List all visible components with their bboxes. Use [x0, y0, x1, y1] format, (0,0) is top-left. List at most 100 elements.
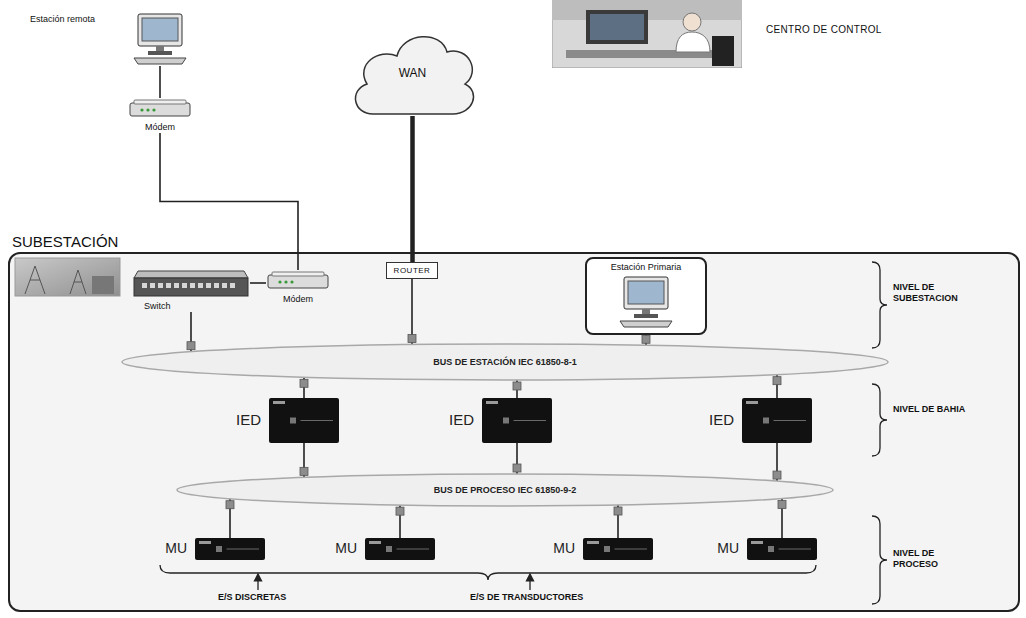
merging-unit: MU — [553, 538, 653, 560]
junction-square — [300, 379, 308, 387]
switch-front — [134, 278, 248, 296]
node-text: IED — [236, 412, 261, 429]
network-link — [250, 282, 266, 284]
device-icon — [365, 538, 435, 560]
monitor-base — [634, 314, 658, 318]
node-text: IED — [449, 412, 474, 429]
process-bus: BUS DE PROCESO IEC 61850-9-2 — [175, 472, 835, 508]
junction-square — [408, 335, 416, 343]
io-arrow — [529, 577, 530, 590]
device-icon — [482, 398, 552, 443]
device-panel-line — [615, 549, 648, 550]
photo-frame — [15, 258, 120, 296]
computer-icon — [130, 12, 190, 66]
monitor-neck — [642, 309, 650, 314]
switch-port — [198, 283, 203, 288]
node-text: MU — [335, 541, 357, 556]
switch-top — [134, 271, 248, 278]
switch-port — [214, 283, 219, 288]
junction-square — [226, 501, 234, 509]
network-link — [410, 116, 415, 262]
device-panel-line — [301, 420, 334, 421]
operator-monitor — [586, 10, 648, 44]
junction-square — [778, 501, 786, 509]
modem-led — [278, 280, 281, 283]
device-icon — [269, 398, 339, 443]
bus-outline — [177, 474, 833, 506]
modem-body — [130, 103, 190, 116]
device-panel-line — [397, 549, 430, 550]
node-text: BUS DE ESTACIÓN IEC 61850-8-1 — [433, 357, 576, 367]
merging-unit: MU — [335, 538, 435, 560]
switch-port — [190, 283, 195, 288]
computer-icon — [616, 275, 676, 329]
switch-port — [150, 283, 155, 288]
bus-outline — [122, 344, 888, 380]
device-panel-line — [227, 549, 260, 550]
node-text: Switch — [144, 301, 171, 312]
device-body — [269, 398, 339, 443]
merging-unit: MU — [717, 538, 817, 560]
switch-port — [206, 283, 211, 288]
level-label: E/S DISCRETAS — [218, 592, 286, 603]
monitor-base — [148, 51, 172, 55]
monitor-screen — [142, 18, 178, 41]
device-icon — [583, 538, 653, 560]
cloud-outline — [356, 37, 474, 114]
tower-sketch — [25, 266, 86, 294]
device-logo — [369, 541, 381, 544]
junction-square — [513, 382, 521, 390]
substation-area: SUBESTACIÓNSwitchMódemROUTEREstación Pri… — [8, 232, 1020, 612]
device-panel-line — [779, 549, 812, 550]
modem-icon — [128, 98, 192, 120]
level-bracket — [872, 516, 887, 604]
device-panel-line — [774, 420, 807, 421]
node-text: Estación Primaria — [611, 262, 682, 273]
switch-port — [222, 283, 227, 288]
device-display — [604, 546, 610, 552]
device-icon — [747, 538, 817, 560]
merging-unit: MU — [165, 538, 265, 560]
junction-square — [773, 377, 781, 385]
node-text: BUS DE PROCESO IEC 61850-9-2 — [434, 485, 577, 495]
modem-led — [290, 280, 293, 283]
junction-square — [187, 342, 195, 350]
device-logo — [746, 401, 758, 404]
device-display — [763, 418, 769, 424]
router-box: ROUTER — [386, 262, 439, 279]
node-text: SUBESTACIÓN — [8, 232, 1020, 252]
ied-device: IED — [236, 398, 339, 443]
node-text: WAN — [399, 66, 427, 80]
device-icon — [195, 538, 265, 560]
ied-device: IED — [449, 398, 552, 443]
io-arrow — [257, 577, 258, 590]
substation-photo — [15, 258, 120, 296]
modem-led — [146, 108, 149, 111]
level-label: E/S DE TRANSDUCTORES — [470, 592, 583, 603]
switch-port — [230, 283, 235, 288]
monitor-screen — [628, 281, 664, 304]
device-logo — [273, 401, 285, 404]
switch-port — [182, 283, 187, 288]
wan-cloud: WAN — [345, 20, 480, 116]
device-display — [768, 546, 774, 552]
level-label: NIVEL DE PROCESO — [893, 548, 968, 570]
device-body — [583, 538, 653, 560]
device-display — [386, 546, 392, 552]
network-link — [159, 66, 161, 98]
device-logo — [587, 541, 599, 544]
level-label: NIVEL DE SUBESTACION — [893, 282, 968, 304]
modem-body — [268, 275, 328, 288]
device-logo — [751, 541, 763, 544]
node-text: Estación remota — [30, 14, 96, 25]
device-panel-line — [514, 420, 547, 421]
monitor-frame — [138, 14, 182, 46]
node-text: ROUTER — [394, 265, 431, 276]
node-text: MU — [165, 541, 187, 556]
monitor-neck — [156, 46, 164, 51]
modem-led — [152, 108, 155, 111]
modem-led — [284, 280, 287, 283]
device-body — [482, 398, 552, 443]
switch-icon — [132, 268, 250, 298]
device-display — [290, 418, 296, 424]
